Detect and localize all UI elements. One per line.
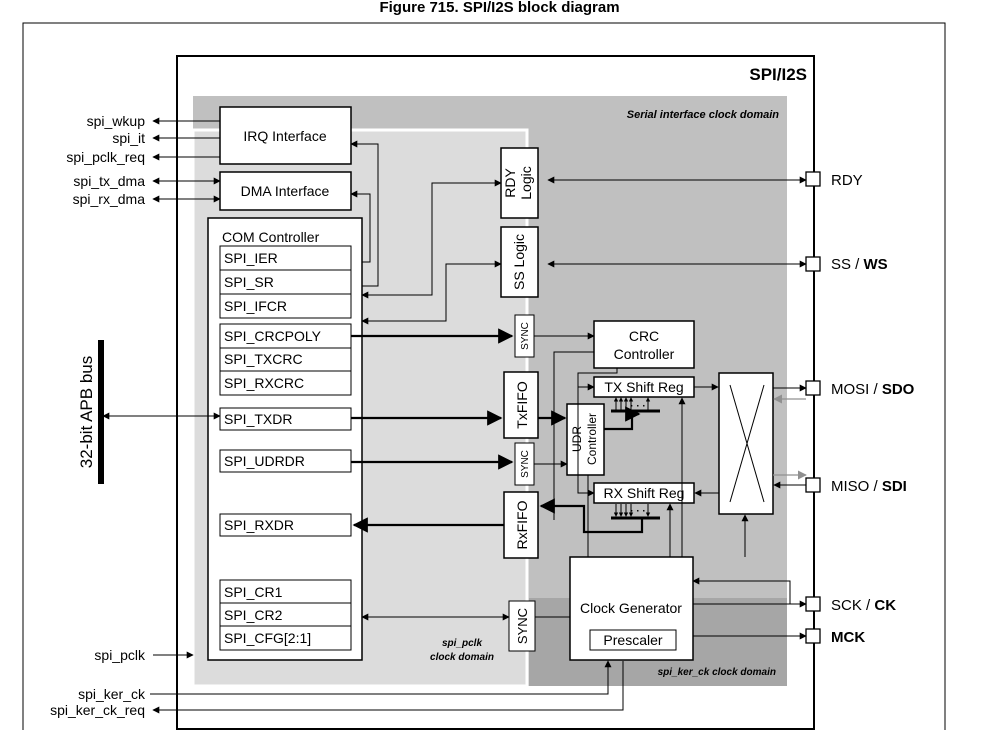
pin-miso-sdi: MISO / SDI [831,478,907,495]
udr-controller-label-1: UDR [570,426,584,452]
io-crossbar [718,372,774,515]
reg-spi-rxcrc: SPI_RXCRC [224,375,304,391]
reg-spi-sr: SPI_SR [224,274,274,290]
tx-shift-reg-label: TX Shift Reg [604,379,683,395]
reg-spi-cr2: SPI_CR2 [224,607,283,623]
udr-controller-label-2: Controller [585,413,599,465]
reg-spi-udrdr: SPI_UDRDR [224,453,305,469]
pin-mosi-sdo: MOSI / SDO [831,381,915,398]
irq-interface-label: IRQ Interface [243,128,326,144]
rx-fifo-label: RxFIFO [514,500,530,549]
reg-spi-cr1: SPI_CR1 [224,584,283,600]
pclk-domain-label: spi_pclk [442,638,482,649]
apb-bus-bar [98,340,104,484]
dma-interface [219,171,352,211]
pclk-domain-label-2: clock domain [430,652,494,663]
pin-sck-ck: SCK / CK [831,597,896,614]
sync-crc-label: SYNC [520,322,531,350]
pin-squares [805,171,821,644]
sig-spi-rx-dma: spi_rx_dma [73,191,146,207]
prescaler [589,629,677,651]
serial-domain-label: Serial interface clock domain [627,109,780,121]
block-name: SPI/I2S [749,65,807,84]
sig-spi-tx-dma: spi_tx_dma [73,173,145,189]
udr-controller [566,403,605,476]
rdy-logic [500,147,539,219]
reg-spi-crcpoly: SPI_CRCPOLY [224,328,322,344]
crc-controller [593,320,695,369]
apb-bus-label: 32-bit APB bus [77,356,96,468]
reg-spi-txdr: SPI_TXDR [224,411,292,427]
rx-parallel-bits [611,504,660,520]
sync-udr-label: SYNC [520,450,531,478]
pin-mck: MCK [831,629,865,646]
rdy-logic-label-1: RDY [502,168,518,198]
dma-interface-label: DMA Interface [241,183,330,199]
register-group: SPI_IER SPI_SR SPI_IFCR SPI_CRCPOLY SPI_… [219,245,352,651]
sig-spi-pclk: spi_pclk [94,647,146,663]
tx-fifo [503,371,539,439]
irq-interface [219,106,352,165]
sig-spi-ker-ck-req: spi_ker_ck_req [50,702,145,718]
rx-shift-reg-label: RX Shift Reg [604,485,685,501]
reg-spi-ier: SPI_IER [224,250,278,266]
tx-fifo-label: TxFIFO [514,381,530,429]
sig-spi-it: spi_it [112,130,145,146]
tx-bits-dots: · · · [630,401,646,412]
reg-spi-cfg: SPI_CFG[2:1] [224,630,311,646]
figure-title: Figure 715. SPI/I2S block diagram [379,0,620,16]
clock-generator-label: Clock Generator [580,600,682,616]
sig-spi-pclk-req: spi_pclk_req [66,149,145,165]
outer-frame [22,22,946,730]
prescaler-label: Prescaler [603,632,662,648]
pin-ss-ws: SS / WS [831,256,888,273]
sync-clock [508,600,536,652]
reg-spi-ifcr: SPI_IFCR [224,298,287,314]
ker-domain-label: spi_ker_ck clock domain [658,667,776,678]
sync-clock-label: SYNC [515,608,530,644]
pin-rdy: RDY [831,172,863,189]
reg-spi-txcrc: SPI_TXCRC [224,351,303,367]
reg-spi-rxdr: SPI_RXDR [224,517,294,533]
crc-controller-label-1: CRC [629,328,659,344]
ss-logic-label: SS Logic [511,234,527,290]
sig-spi-wkup: spi_wkup [87,113,146,129]
rx-bits-dots: · · · [630,506,646,517]
com-controller-label: COM Controller [222,229,320,245]
sig-spi-ker-ck: spi_ker_ck [78,686,146,702]
crc-controller-label-2: Controller [614,346,675,362]
rdy-logic-label-2: Logic [518,166,534,199]
